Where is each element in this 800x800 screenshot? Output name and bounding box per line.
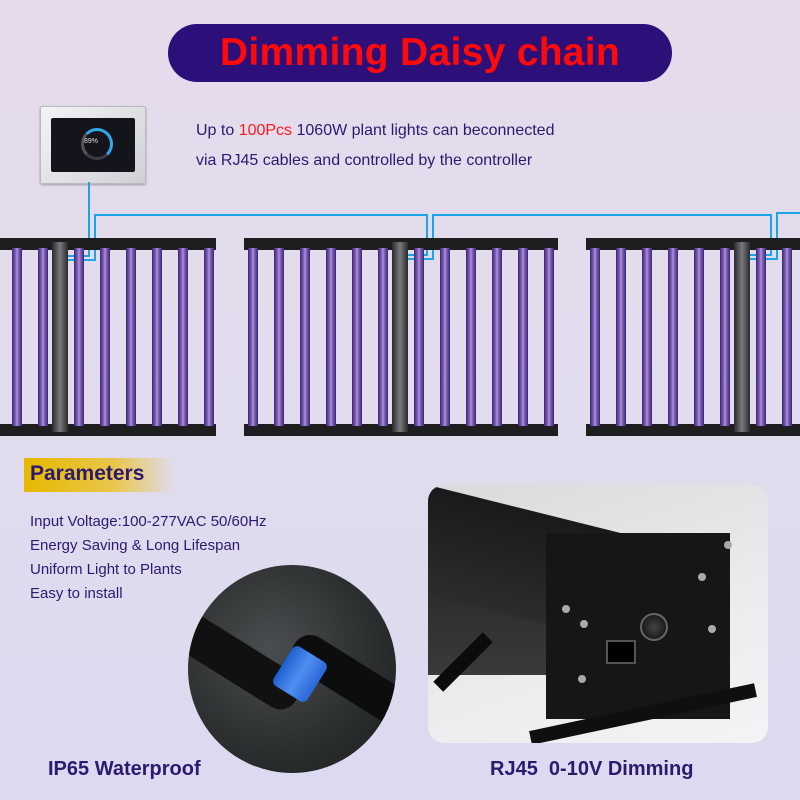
- quantity-highlight: 100Pcs: [238, 122, 293, 139]
- parameter-item: Input Voltage:100-277VAC 50/60Hz: [30, 513, 267, 530]
- description: Up to 100Pcs 1060W plant lights can beco…: [196, 116, 554, 176]
- parameters-heading: Parameters: [24, 458, 174, 492]
- controller-device: 89%: [40, 106, 146, 184]
- rj45-port-icon: [606, 640, 636, 664]
- driver-box-photo: [428, 485, 768, 743]
- parameter-item: Easy to install: [30, 585, 123, 602]
- title-banner: Dimming Daisy chain: [168, 24, 672, 82]
- page-title: Dimming Daisy chain: [219, 31, 621, 74]
- grow-light-panels: [0, 238, 800, 438]
- dimmer-knob-icon: [640, 613, 668, 641]
- parameter-item: Energy Saving & Long Lifespan: [30, 537, 241, 554]
- ip65-label: IP65 Waterproof: [48, 758, 201, 780]
- description-line-2: via RJ45 cables and controlled by the co…: [196, 152, 533, 169]
- controller-screen: 89%: [51, 118, 135, 172]
- gauge-icon: [81, 128, 113, 160]
- waterproof-connector-photo: [188, 565, 396, 773]
- parameters-list: Input Voltage:100-277VAC 50/60Hz Energy …: [30, 510, 267, 606]
- controller-value: 89%: [84, 138, 99, 145]
- rj45-dimming-label: RJ45 0-10V Dimming: [490, 758, 694, 780]
- parameter-item: Uniform Light to Plants: [30, 561, 182, 578]
- description-line-1: Up to 100Pcs 1060W plant lights can beco…: [196, 122, 555, 139]
